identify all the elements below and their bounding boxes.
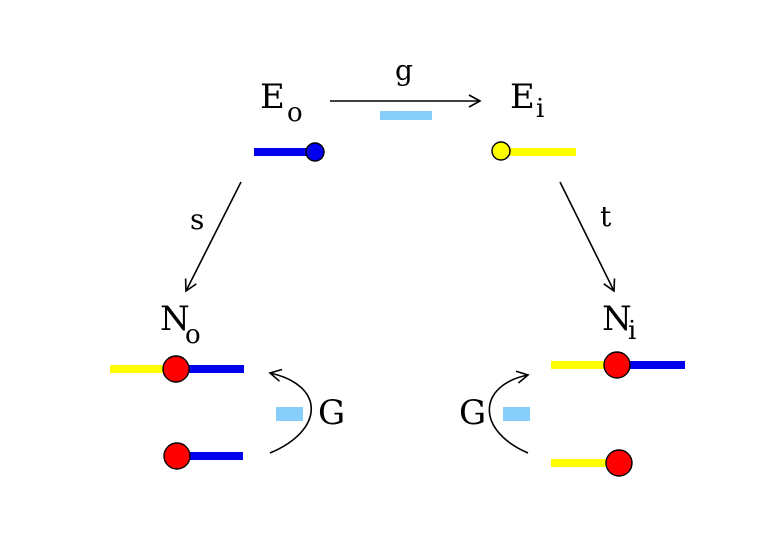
- blue-ball: [305, 142, 325, 162]
- arrow-g-label: g: [395, 54, 413, 87]
- svg-text:E: E: [510, 77, 535, 117]
- ni-molecule-lower: [551, 449, 633, 477]
- arrow-s-label: s: [190, 203, 204, 236]
- red-ball: [163, 442, 191, 470]
- node-label-ei: E i: [510, 77, 544, 124]
- svg-text:o: o: [287, 98, 303, 128]
- svg-text:E: E: [260, 77, 285, 117]
- light-blue-bar-left: [276, 407, 303, 421]
- svg-text:N: N: [602, 299, 632, 339]
- arrow-t: [559, 181, 616, 293]
- ni-molecule-upper: [551, 351, 685, 379]
- light-blue-bar-right: [503, 407, 530, 421]
- blue-stick: [625, 361, 685, 369]
- arrow-s: [184, 181, 242, 293]
- eo-molecule: [254, 142, 325, 162]
- node-label-ni: N i: [602, 299, 636, 346]
- svg-text:i: i: [536, 94, 544, 124]
- arrow-t-label: t: [600, 200, 612, 233]
- curved-arrow-g-right: [488, 370, 530, 454]
- svg-text:i: i: [628, 316, 636, 346]
- node-label-no: N o: [160, 299, 201, 350]
- no-molecule-upper: [110, 355, 244, 383]
- yellow-stick: [551, 459, 611, 467]
- light-blue-bar-top: [380, 111, 432, 120]
- yellow-ball: [491, 141, 511, 161]
- red-ball: [603, 351, 631, 379]
- blue-stick: [184, 452, 243, 460]
- red-ball: [162, 355, 190, 383]
- ei-molecule: [491, 141, 576, 161]
- yellow-stick: [510, 148, 576, 156]
- blue-stick: [254, 148, 314, 156]
- arrow-g-right-label: G: [459, 393, 486, 433]
- svg-text:N: N: [160, 299, 190, 339]
- arrow-g-left-label: G: [318, 393, 345, 433]
- node-label-eo: E o: [260, 77, 303, 128]
- red-ball: [605, 449, 633, 477]
- curved-arrow-g-left: [268, 368, 312, 454]
- yellow-stick: [551, 361, 611, 369]
- no-molecule-lower: [163, 442, 243, 470]
- svg-text:o: o: [185, 320, 201, 350]
- yellow-stick: [110, 365, 170, 373]
- blue-stick: [184, 365, 244, 373]
